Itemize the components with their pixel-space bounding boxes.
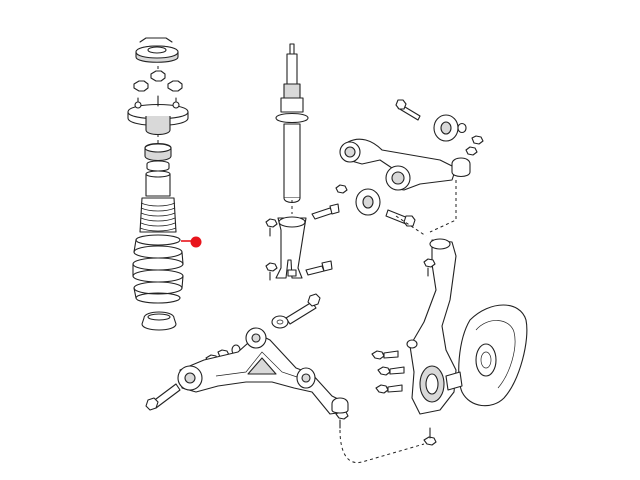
shock-absorber: [275, 43, 309, 204]
strut-mount: [127, 95, 189, 136]
knuckle: [409, 238, 457, 415]
knuckle-washer: [406, 339, 418, 349]
upper-spring-isolator: [135, 37, 179, 63]
arm-bolt-long: [285, 293, 321, 325]
bushing-mid: [355, 188, 381, 216]
strut-mount-nuts: [133, 70, 183, 92]
bolts: [145, 293, 437, 446]
clevis-lower-bolt: [305, 260, 333, 276]
lower-spring-isolator: [141, 311, 177, 331]
upper-control-arm: [339, 138, 478, 191]
lower-knuckle-nut: [423, 427, 437, 446]
bearing: [144, 142, 172, 172]
lower-arm-bolt: [145, 383, 181, 411]
clevis-bracket: [265, 203, 340, 281]
coil-spring: [132, 234, 184, 304]
bushing-bolt-mid: [385, 209, 416, 227]
jounce-bumper: [145, 170, 171, 197]
ball-joint-nut: [335, 410, 349, 429]
knuckle-bolt-2: [377, 366, 405, 376]
knuckle-bolt-3: [375, 384, 403, 394]
bushing-top: [433, 114, 467, 142]
knuckle-bolt-1: [371, 350, 399, 360]
lower-control-arm: [177, 327, 349, 415]
callout-marker: [181, 236, 202, 248]
clevis-bolt: [311, 203, 340, 220]
arm-washer: [271, 315, 289, 329]
bushing-bolt-top: [395, 99, 421, 121]
bushings: [335, 99, 484, 227]
dust-boot: [139, 197, 177, 233]
brake-dust-shield: [445, 304, 528, 407]
